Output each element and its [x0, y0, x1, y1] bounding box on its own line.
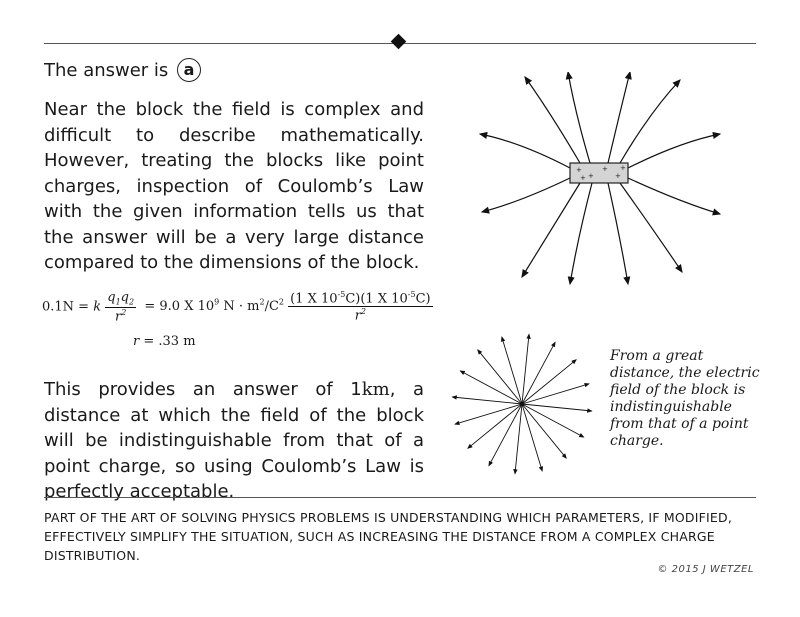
field-lines [478, 72, 722, 286]
svg-text:+: + [588, 172, 594, 180]
field-line [521, 182, 581, 279]
radial-field-line [521, 333, 531, 405]
radial-field-line [467, 403, 523, 449]
diagram-caption: From a great distance, the electric fiel… [610, 348, 760, 449]
radial-field-line [521, 382, 590, 405]
field-line [619, 182, 683, 273]
point-charge-field-diagram [451, 333, 593, 475]
field-line [619, 79, 681, 164]
radial-field-lines [451, 333, 593, 475]
radial-field-line [521, 359, 577, 405]
field-line [627, 131, 722, 169]
radial-field-line [459, 370, 523, 405]
field-line [565, 72, 591, 164]
radial-field-line [513, 403, 523, 475]
radial-field-line [521, 403, 544, 472]
radial-field-line [521, 403, 567, 459]
field-line [627, 177, 722, 216]
block-field-diagram: +++ +++ [478, 72, 722, 286]
eq-fraction-values: (1 X 10-5C)(1 X 10-5C) r2 [288, 290, 433, 324]
copyright: © 2015 J WETZEL [657, 564, 754, 575]
answer-letter-badge: a [177, 58, 202, 82]
field-line [607, 182, 631, 286]
svg-text:+: + [620, 164, 626, 172]
coulomb-equation: 0.1N = k q1q2 r2 = 9.0 X 109 N · m2/C2 (… [42, 290, 433, 324]
radial-field-line [488, 403, 523, 467]
result-variable: r [133, 334, 140, 349]
radial-field-line [521, 403, 593, 413]
result-value: = .33 m [143, 334, 196, 349]
field-line [480, 177, 571, 214]
eq-k: k [93, 299, 102, 315]
distance-result: r = .33 m [133, 334, 196, 349]
field-line [607, 72, 632, 164]
radial-field-line [454, 403, 523, 426]
radial-field-line [477, 349, 523, 405]
radial-field-line [500, 336, 523, 405]
charged-block-icon [569, 162, 629, 184]
point-charge-icon [520, 402, 524, 406]
bottom-divider [44, 497, 756, 498]
radial-field-line [521, 341, 556, 405]
answer-prefix: The answer is [44, 60, 169, 81]
eq-lhs: 0.1N = [42, 299, 90, 315]
block-charges: +++ +++ [576, 164, 626, 182]
conclusion-post: , a distance at which the field of the b… [44, 379, 424, 502]
svg-text:+: + [576, 166, 582, 174]
svg-text:+: + [615, 172, 621, 180]
conclusion-pre: This provides an answer of 1 [44, 379, 362, 400]
answer-line: The answer is a [44, 58, 202, 83]
footnote-text: PART OF THE ART OF SOLVING PHYSICS PROBL… [44, 510, 732, 563]
svg-text:+: + [602, 165, 608, 173]
field-line [567, 182, 593, 286]
field-line [524, 76, 581, 164]
eq-fraction-charges: q1q2 r2 [105, 290, 137, 324]
field-line [478, 131, 571, 169]
explanation-paragraph: Near the block the field is complex and … [44, 99, 424, 273]
svg-text:+: + [580, 174, 586, 182]
conclusion-paragraph: This provides an answer of 1km, a distan… [44, 377, 424, 505]
radial-field-line [521, 403, 585, 438]
conclusion-unit: km [361, 379, 390, 400]
radial-field-line [451, 395, 523, 405]
diamond-ornament-icon [390, 33, 407, 50]
eq-constant: = 9.0 X 109 N · m2/C2 [140, 298, 284, 315]
